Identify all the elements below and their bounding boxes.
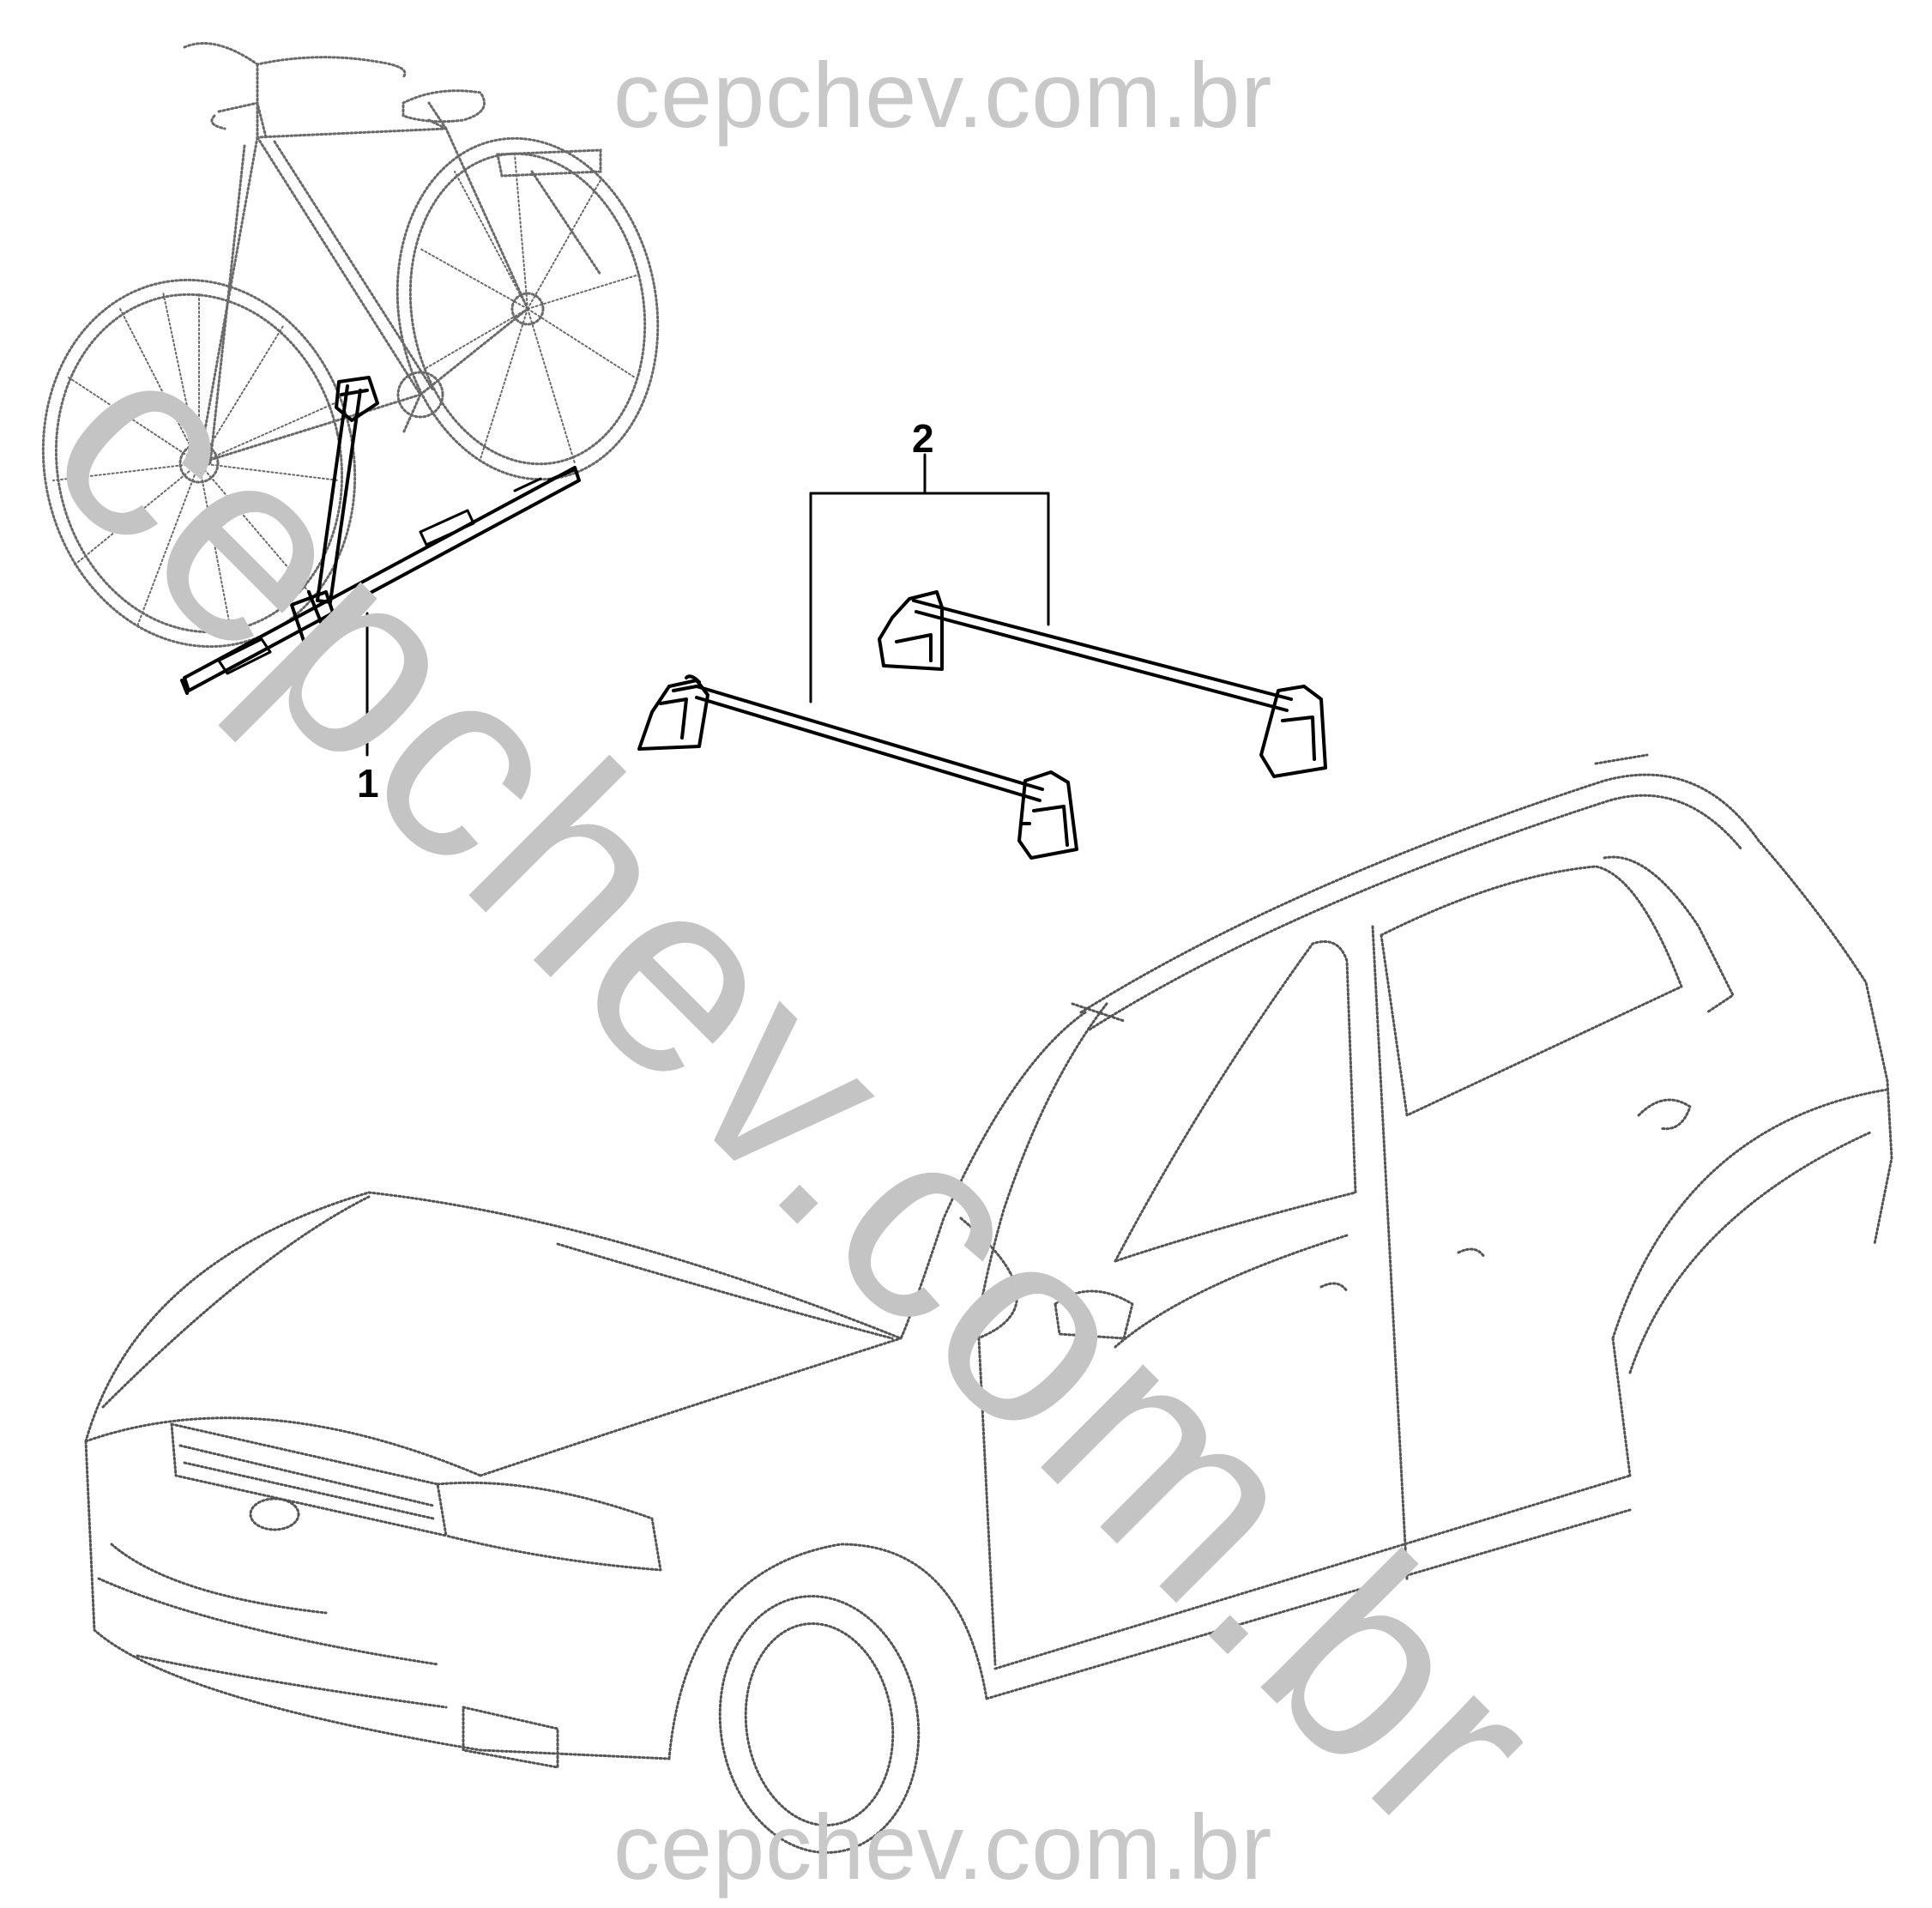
car-sketch <box>84 753 1893 1854</box>
callout-number-2: 2 <box>912 416 934 461</box>
watermark-top: cepchev.com.br <box>613 43 1273 147</box>
watermark-bottom: cepchev.com.br <box>613 1795 1273 1899</box>
callout-number-1: 1 <box>357 761 379 806</box>
bicycle-carrier <box>180 376 581 757</box>
roof-rack-bars <box>637 453 1327 860</box>
